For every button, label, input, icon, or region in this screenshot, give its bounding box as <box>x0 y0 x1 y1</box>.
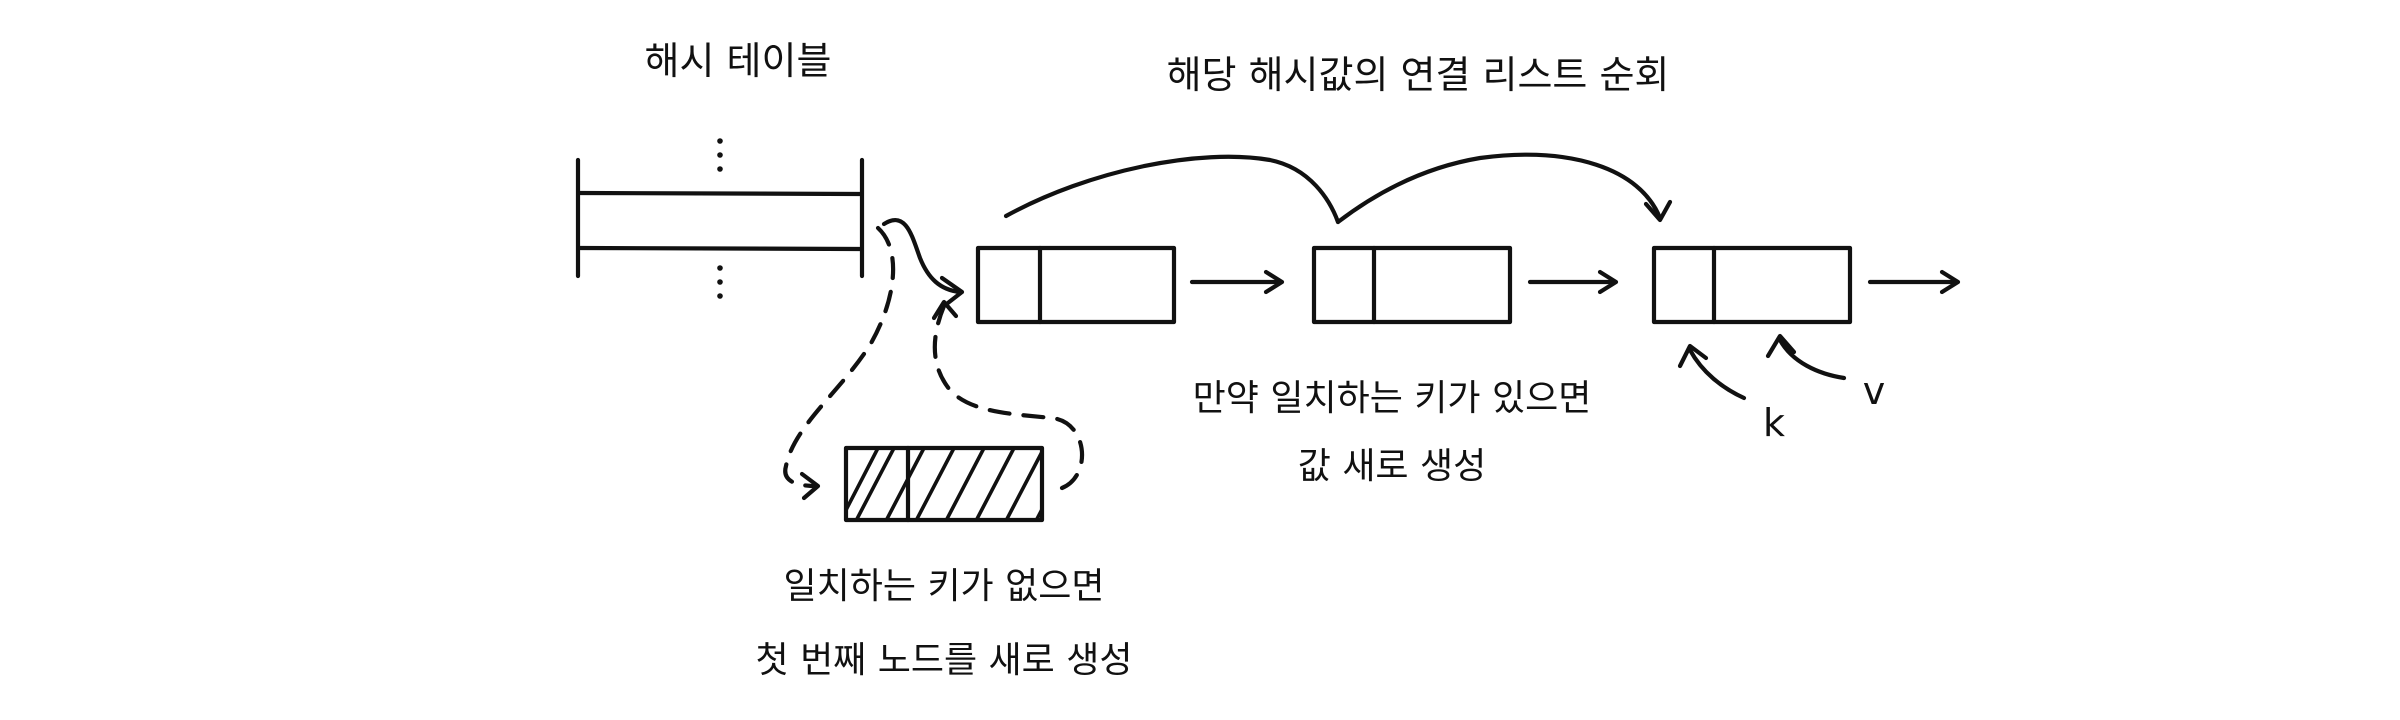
arrow-node-2-to-3 <box>1527 269 1619 295</box>
hash-table-title: 해시 테이블 <box>645 39 832 83</box>
ellipsis-top <box>717 138 723 172</box>
note-found-line-2: 값 새로 생성 <box>1298 446 1487 487</box>
ellipsis-bottom <box>717 265 723 299</box>
value-pointer-arrow <box>1765 333 1847 381</box>
new-node <box>843 445 1045 523</box>
note-not-found-line-1: 일치하는 키가 없으면 <box>784 566 1105 607</box>
list-node-3 <box>1651 245 1853 325</box>
list-node-1 <box>975 245 1177 325</box>
hash-table-slot-bottom <box>577 245 863 252</box>
hash-table-slot-top <box>577 190 863 197</box>
dashed-arrow-slot-to-new-node <box>783 225 896 501</box>
hash-table <box>575 138 865 299</box>
note-not-found-line-2: 첫 번째 노드를 새로 생성 <box>756 640 1133 681</box>
list-node-2-box <box>1311 245 1513 325</box>
traversal-arc <box>1003 152 1673 225</box>
new-node-box <box>843 445 1045 523</box>
list-node-3-box <box>1651 245 1853 325</box>
dashed-arrow-new-node-to-first-node <box>931 299 1085 491</box>
key-label: k <box>1763 401 1785 445</box>
traverse-title: 해당 해시값의 연결 리스트 순회 <box>1167 53 1670 97</box>
list-node-2 <box>1311 245 1513 325</box>
new-node-hatching <box>846 448 1042 520</box>
arrow-node-3-next <box>1867 269 1961 295</box>
arrow-slot-to-first-node <box>881 218 965 309</box>
note-found-line-1: 만약 일치하는 키가 있으면 <box>1193 378 1592 419</box>
value-label: v <box>1863 369 1886 413</box>
list-node-1-box <box>975 245 1177 325</box>
arrow-node-1-to-2 <box>1189 269 1285 295</box>
key-pointer-arrow <box>1677 343 1747 401</box>
